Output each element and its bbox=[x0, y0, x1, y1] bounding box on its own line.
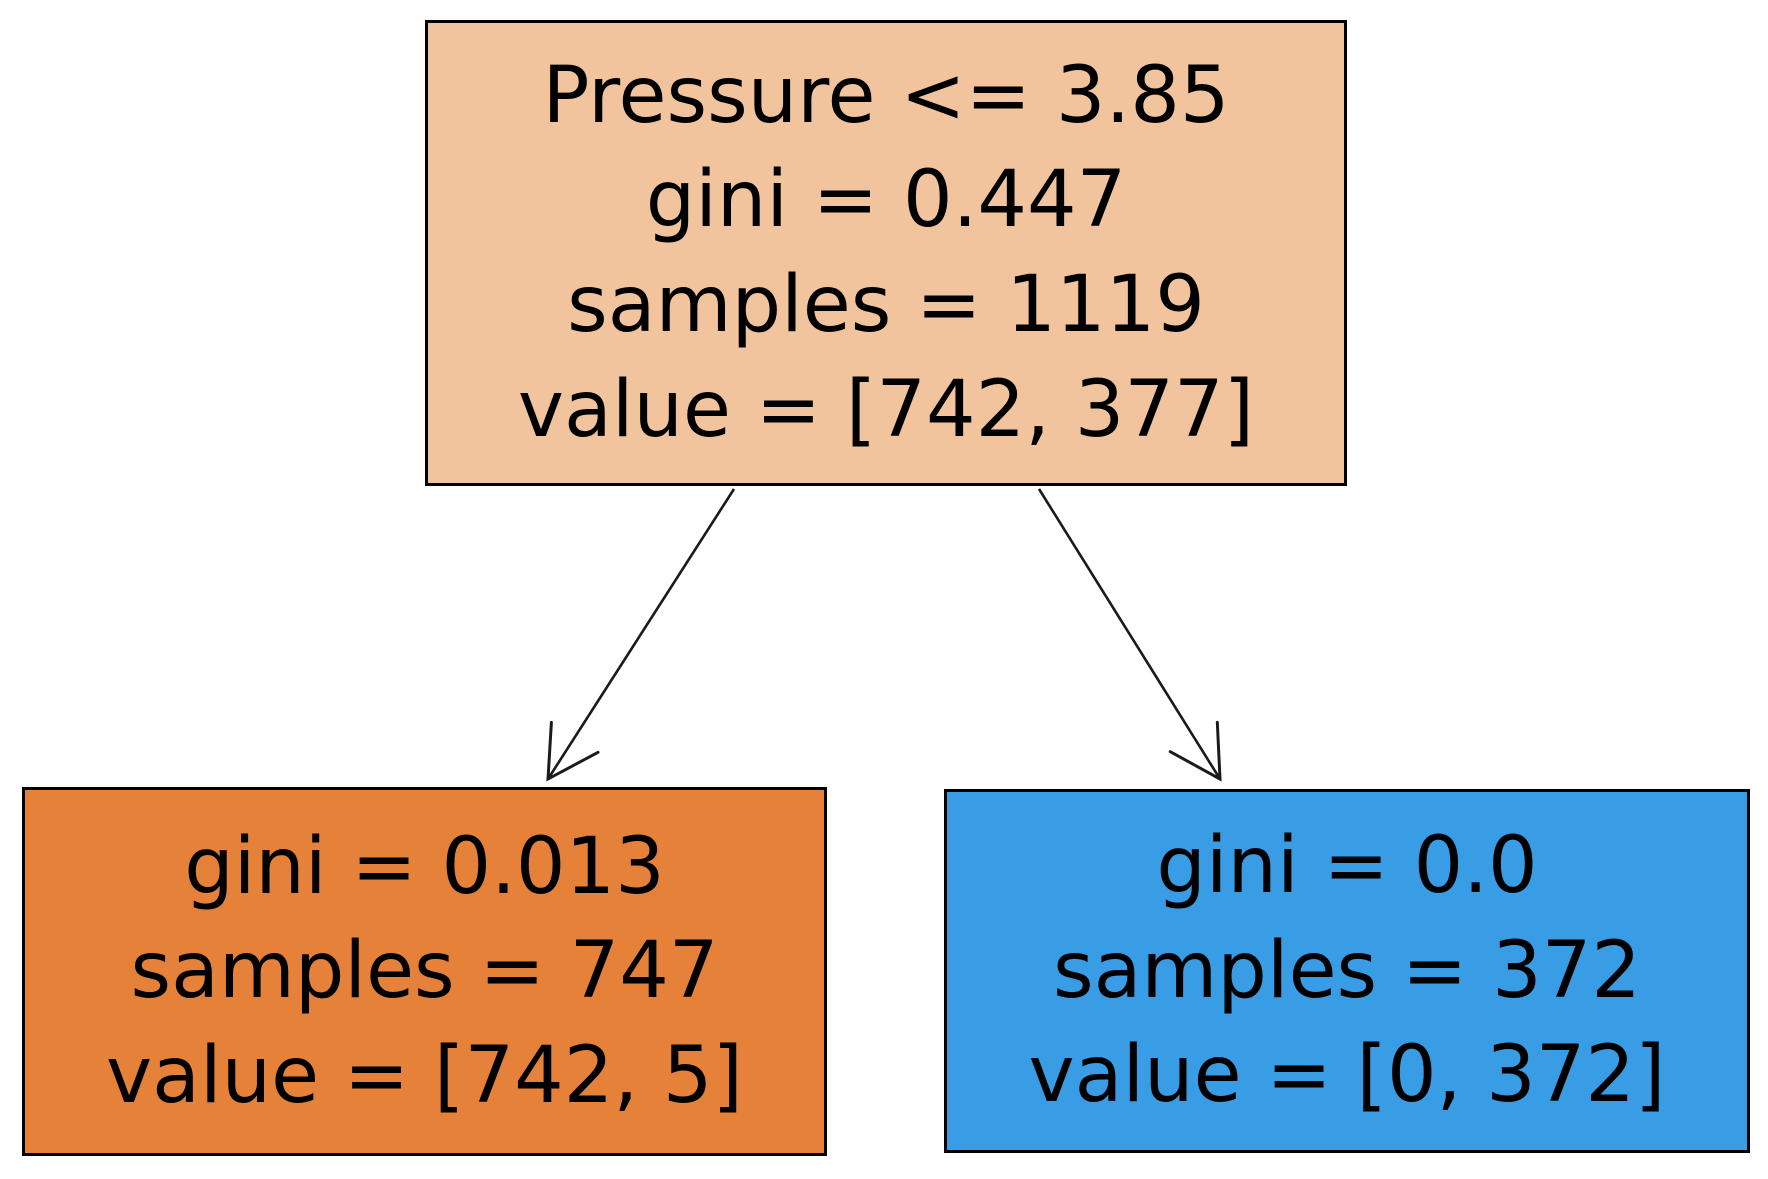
node-condition: Pressure <= 3.85 bbox=[542, 50, 1230, 141]
edge-root-to-left-leaf bbox=[546, 488, 736, 782]
tree-node-root: Pressure <= 3.85 gini = 0.447 samples = … bbox=[425, 20, 1347, 486]
node-samples: samples = 747 bbox=[130, 926, 719, 1017]
node-samples: samples = 372 bbox=[1052, 925, 1642, 1016]
tree-node-right-leaf: gini = 0.0 samples = 372 value = [0, 372… bbox=[944, 789, 1750, 1153]
node-gini: gini = 0.013 bbox=[184, 821, 665, 912]
node-value: value = [742, 5] bbox=[106, 1030, 743, 1121]
node-value: value = [0, 372] bbox=[1028, 1030, 1666, 1121]
node-samples: samples = 1119 bbox=[567, 260, 1205, 350]
tree-node-left-leaf: gini = 0.013 samples = 747 value = [742,… bbox=[22, 787, 827, 1156]
node-value: value = [742, 377] bbox=[517, 364, 1255, 455]
edge-root-to-right-leaf bbox=[1037, 488, 1222, 782]
node-gini: gini = 0.0 bbox=[1156, 821, 1538, 912]
node-gini: gini = 0.447 bbox=[645, 155, 1127, 246]
